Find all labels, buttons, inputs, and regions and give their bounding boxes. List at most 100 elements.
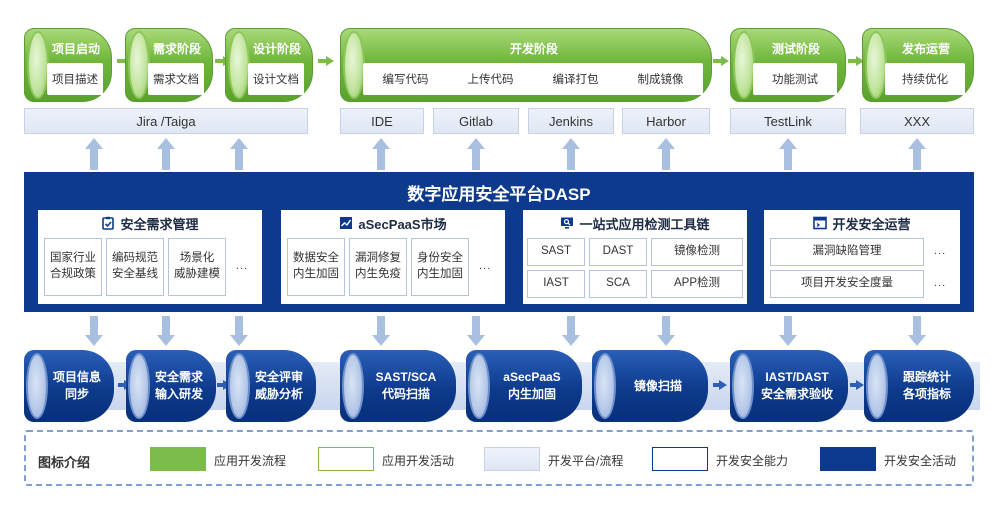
- flow-arrow: [848, 56, 864, 66]
- tool-jira-taiga: Jira /Taiga: [24, 108, 308, 134]
- monitor-scan-icon: [561, 217, 574, 229]
- pipe-cap: [343, 31, 365, 99]
- legend-label: 开发安全能力: [716, 454, 789, 468]
- platform-title: 数字应用安全平台DASP: [407, 185, 591, 204]
- up-arrow: [562, 138, 580, 170]
- stage-title: 项目启动: [51, 41, 100, 56]
- down-arrow: [779, 316, 797, 348]
- stage-item: 项目描述: [52, 74, 98, 86]
- stage-item: 功能测试: [772, 74, 818, 86]
- down-arrow: [908, 316, 926, 348]
- pipe-cap: [732, 353, 754, 419]
- activity-threat-analysis: 安全评审 威胁分析: [226, 350, 316, 422]
- panel-title: 安全需求管理: [120, 216, 199, 232]
- stage-item: 制成镜像: [637, 74, 684, 86]
- legend-swatch-security-capability: [652, 447, 708, 471]
- legend-swatch-security-activity: [820, 447, 876, 471]
- cell-image-scan: 镜像检测: [651, 238, 743, 266]
- chart-line-icon: [340, 217, 353, 229]
- stage-items: 项目描述: [47, 63, 103, 95]
- tool-harbor: Harbor: [622, 108, 710, 134]
- tool-jenkins: Jenkins: [528, 108, 614, 134]
- stage-title: 开发阶段: [509, 41, 558, 56]
- activity-label: 项目信息 同步: [52, 370, 101, 401]
- stage-release: 发布运营 持续优化: [862, 28, 974, 102]
- down-arrow: [467, 316, 485, 348]
- pipe-cap: [27, 31, 49, 99]
- activity-label: 跟踪统计 各项指标: [902, 370, 951, 401]
- cell-coding-baseline: 编码规范 安全基线: [106, 238, 164, 296]
- down-arrow: [372, 316, 390, 348]
- activity-label: 镜像扫描: [633, 378, 682, 393]
- browser-window-icon: [813, 216, 828, 230]
- activity-label: SAST/SCA 代码扫描: [375, 370, 437, 401]
- stage-testing: 测试阶段 功能测试: [730, 28, 846, 102]
- pipe-cap: [594, 353, 616, 419]
- up-arrow: [230, 138, 248, 170]
- activity-metrics-tracking: 跟踪统计 各项指标: [864, 350, 974, 422]
- legend-swatch-app-activity: [318, 447, 374, 471]
- panel-title: 开发安全运营: [832, 216, 911, 232]
- stage-items: 持续优化: [885, 63, 965, 95]
- stage-title: 发布运营: [901, 41, 950, 56]
- stage-item: 设计文档: [253, 74, 299, 86]
- stage-development: 开发阶段 编写代码 上传代码 编译打包 制成镜像: [340, 28, 712, 102]
- flow-arrow: [713, 56, 729, 66]
- panel-header: 安全需求管理: [38, 213, 262, 233]
- pipe-cap: [228, 31, 250, 99]
- activity-requirements-input: 安全需求 输入研发: [126, 350, 216, 422]
- cell-vuln-fix: 漏洞修复 内生免疫: [349, 238, 407, 296]
- stage-title: 测试阶段: [771, 41, 820, 56]
- stage-items: 设计文档: [248, 63, 304, 95]
- up-arrow: [85, 138, 103, 170]
- panel-title: aSecPaaS市场: [358, 216, 447, 232]
- up-arrow: [779, 138, 797, 170]
- up-arrow: [372, 138, 390, 170]
- down-arrow: [562, 316, 580, 348]
- up-arrow: [467, 138, 485, 170]
- panel-asecpaas-market: aSecPaaS市场 数据安全 内生加固 漏洞修复 内生免疫 身份安全 内生加固…: [281, 210, 505, 304]
- stage-title: 设计阶段: [252, 41, 301, 56]
- tool-ide: IDE: [340, 108, 424, 134]
- stage-item: 上传代码: [467, 74, 514, 86]
- activity-code-scan: SAST/SCA 代码扫描: [340, 350, 456, 422]
- up-arrow: [657, 138, 675, 170]
- activity-label: aSecPaaS 内生加固: [503, 370, 561, 401]
- flow-arrow: [850, 380, 864, 390]
- stage-requirements: 需求阶段 需求文档: [125, 28, 213, 102]
- legend-swatch-app-flow: [150, 447, 206, 471]
- pipe-cap: [26, 353, 48, 419]
- stage-design: 设计阶段 设计文档: [225, 28, 313, 102]
- panel-detection-toolchain: 一站式应用检测工具链 SAST DAST 镜像检测 IAST SCA APP检测: [523, 210, 747, 304]
- panel-security-operations: 开发安全运营 漏洞缺陷管理 项目开发安全度量 ... ...: [764, 210, 960, 304]
- up-arrow: [908, 138, 926, 170]
- stage-title: 需求阶段: [152, 41, 201, 56]
- cell-identity-security: 身份安全 内生加固: [411, 238, 469, 296]
- more-indicator: ...: [934, 245, 947, 257]
- pipe-cap: [342, 353, 364, 419]
- tool-testlink: TestLink: [730, 108, 846, 134]
- panel-security-requirements: 安全需求管理 国家行业 合规政策 编码规范 安全基线 场景化 威胁建模 ...: [38, 210, 262, 304]
- platform-dasp: 数字应用安全平台DASP 安全需求管理 国家行业 合规政策 编码规范 安全基线 …: [24, 172, 974, 312]
- cell-app-scan: APP检测: [651, 270, 743, 298]
- legend: 图标介绍 应用开发流程 应用开发活动 开发平台/流程 开发安全能力 开发安全活动: [24, 430, 974, 486]
- pipe-cap: [468, 353, 490, 419]
- stage-items: 需求文档: [148, 63, 204, 95]
- stage-item: 需求文档: [153, 74, 199, 86]
- cell-compliance-policy: 国家行业 合规政策: [44, 238, 102, 296]
- activity-asecpaas-hardening: aSecPaaS 内生加固: [466, 350, 582, 422]
- legend-title: 图标介绍: [38, 455, 91, 470]
- legend-label: 应用开发流程: [214, 454, 287, 468]
- panel-header: aSecPaaS市场: [281, 213, 505, 233]
- clipboard-check-icon: [102, 216, 115, 230]
- cell-iast: IAST: [527, 270, 585, 298]
- down-arrow: [85, 316, 103, 348]
- activity-label: 安全评审 威胁分析: [254, 370, 303, 401]
- activity-project-sync: 项目信息 同步: [24, 350, 114, 422]
- cell-sca: SCA: [589, 270, 647, 298]
- pipe-cap: [128, 31, 150, 99]
- more-indicator: ...: [236, 260, 249, 272]
- up-arrow: [157, 138, 175, 170]
- cell-dast: DAST: [589, 238, 647, 266]
- stage-items: 功能测试: [753, 63, 837, 95]
